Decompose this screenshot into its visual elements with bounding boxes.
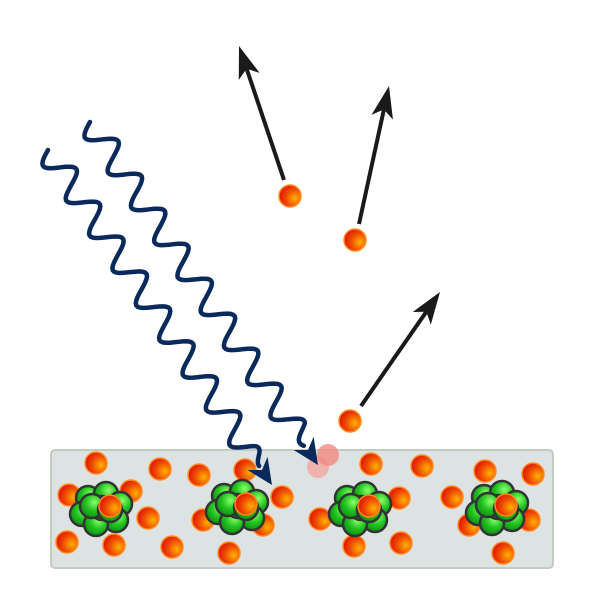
velocity-arrow (359, 292, 440, 408)
bound-electron (342, 534, 366, 558)
bound-electron (491, 541, 515, 565)
bound-electron (410, 454, 434, 478)
absorbing-electron-ghost (317, 444, 339, 466)
nucleus (68, 480, 134, 538)
emitted-electron (338, 409, 362, 433)
nucleus (327, 480, 393, 538)
arrowhead-icon (371, 86, 393, 120)
bound-electron (494, 493, 518, 517)
bound-electron (160, 535, 184, 559)
bound-electron (440, 485, 464, 509)
bound-electron (84, 451, 108, 475)
emitted-electrons (238, 46, 440, 433)
bound-electron (308, 507, 332, 531)
wave-line (82, 119, 308, 449)
velocity-arrow (238, 46, 286, 181)
bound-electron (357, 494, 381, 518)
atomic-nuclei (68, 478, 530, 538)
bound-electron (359, 452, 383, 476)
photon-wave (40, 147, 272, 485)
photon-wave (82, 119, 318, 465)
arrowhead-icon (247, 456, 272, 485)
bound-electron (148, 457, 172, 481)
bound-electron (55, 530, 79, 554)
bound-electron (389, 531, 413, 555)
bound-electron (217, 541, 241, 565)
nucleus (464, 479, 530, 537)
arrowhead-icon (293, 436, 318, 465)
arrow-shaft (357, 105, 387, 225)
arrowhead-icon (412, 292, 440, 325)
arrowhead-icon (238, 46, 260, 80)
bound-electron (98, 494, 122, 518)
emitted-electron (343, 228, 367, 252)
arrow-shaft (359, 307, 431, 408)
bound-electron (521, 462, 545, 486)
arrow-shaft (243, 64, 286, 181)
velocity-arrow (357, 86, 393, 225)
emitted-electron (278, 184, 302, 208)
bound-electron (102, 533, 126, 557)
bound-electron (187, 463, 211, 487)
incoming-photons (40, 119, 318, 485)
bound-electron (473, 459, 497, 483)
bound-electron (233, 458, 257, 482)
bound-electron (270, 485, 294, 509)
bound-electron (136, 506, 160, 530)
nucleus (204, 478, 270, 536)
bound-electron (234, 492, 258, 516)
wave-line (40, 147, 262, 469)
